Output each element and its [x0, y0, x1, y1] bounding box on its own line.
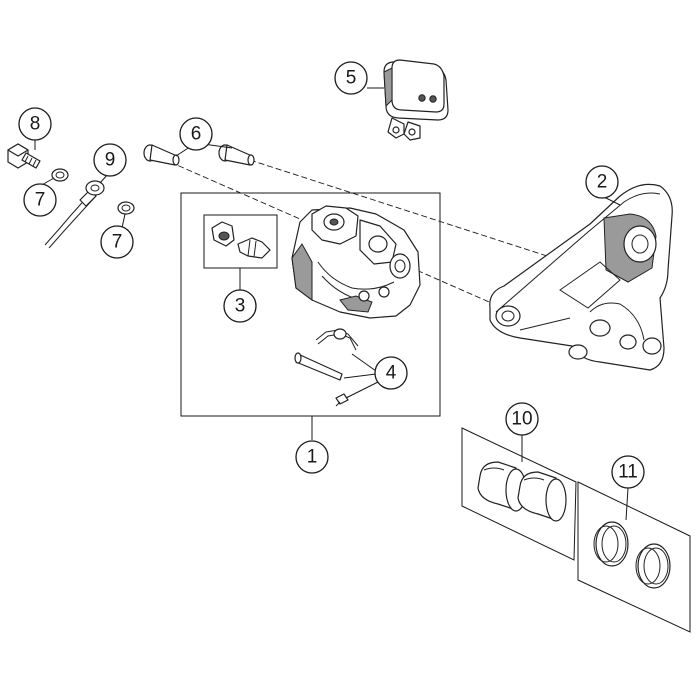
- callout-2: 2: [585, 165, 619, 199]
- brake-pads: [383, 59, 449, 141]
- caliper-bracket: [489, 183, 673, 371]
- caliper-bolt-a: [143, 144, 180, 166]
- svg-text:8: 8: [30, 114, 41, 135]
- banjo-bolt: [7, 143, 41, 169]
- seals-box: [577, 481, 691, 633]
- callout-9: 9: [93, 143, 127, 177]
- caliper-bolt-b: [218, 144, 255, 166]
- svg-text:10: 10: [511, 409, 532, 430]
- callout-3: 3: [223, 289, 257, 323]
- callout-8: 8: [18, 107, 52, 141]
- sealing-washer-upper: [51, 168, 69, 182]
- assembly-line-lower: [169, 161, 513, 313]
- leader-lines: [34, 87, 629, 521]
- svg-text:7: 7: [35, 190, 46, 211]
- svg-text:4: 4: [386, 363, 397, 384]
- svg-text:11: 11: [618, 462, 638, 483]
- svg-text:7: 7: [112, 232, 123, 253]
- callout-7b: 7: [100, 225, 134, 259]
- piston-seals: [593, 521, 671, 589]
- callout-10: 10: [505, 402, 539, 436]
- caliper-assembly-box: [180, 192, 441, 417]
- callout-4: 4: [374, 356, 408, 390]
- svg-text:9: 9: [105, 150, 116, 171]
- callout-6: 6: [179, 117, 213, 151]
- svg-text:5: 5: [346, 68, 357, 89]
- svg-text:6: 6: [191, 124, 202, 145]
- callout-11: 11: [611, 455, 645, 489]
- callout-5: 5: [334, 61, 368, 95]
- svg-text:3: 3: [235, 296, 246, 317]
- svg-text:2: 2: [597, 172, 608, 193]
- callout-7a: 7: [23, 183, 57, 217]
- callout-1: 1: [295, 440, 329, 474]
- svg-text:1: 1: [307, 447, 318, 468]
- brake-caliper-body: [291, 205, 421, 319]
- pistons-box: [461, 427, 577, 561]
- brake-hose: [44, 180, 105, 249]
- bleed-valve-box: [203, 214, 278, 269]
- sealing-washer-lower: [117, 201, 135, 215]
- caliper-pistons: [477, 461, 567, 522]
- bleed-valve: [211, 221, 271, 259]
- pad-spring-and-pin: [294, 328, 359, 407]
